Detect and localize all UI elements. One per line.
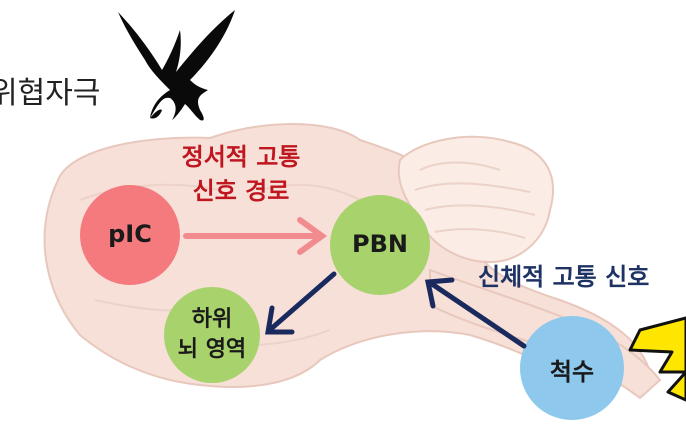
emotional-pathway-label-line2: 신호 경로 (192, 177, 290, 205)
hypothalamus-label-line1: 하위 (191, 307, 233, 332)
pbn-label: PBN (352, 230, 408, 258)
cerebellum (397, 135, 555, 264)
pbn-node (330, 195, 430, 295)
spinal-cord-label: 척수 (549, 358, 595, 386)
eagle-icon (118, 10, 235, 121)
physical-pathway-arrow (424, 277, 527, 349)
hypothalamus-node (164, 287, 260, 383)
lightning-icon (628, 316, 686, 402)
emotional-pathway-arrow (183, 217, 328, 255)
physical-pathway-label: 신체적 고통 신호 (478, 263, 650, 291)
output-arrow (265, 271, 337, 335)
hypothalamus-label-line2: 뇌 영역 (177, 337, 247, 362)
spinal-cord-node (520, 316, 624, 420)
hypothalamus-label: 하위 뇌 영역 (164, 305, 260, 365)
emotional-pathway-label: 정서적 고통 신호 경로 (166, 140, 316, 208)
emotional-pathway-label-line1: 정서적 고통 (181, 143, 301, 171)
pic-label: pIC (108, 220, 152, 248)
threat-stimulus-label: 위협자극 (0, 76, 101, 111)
pic-node (80, 185, 180, 285)
